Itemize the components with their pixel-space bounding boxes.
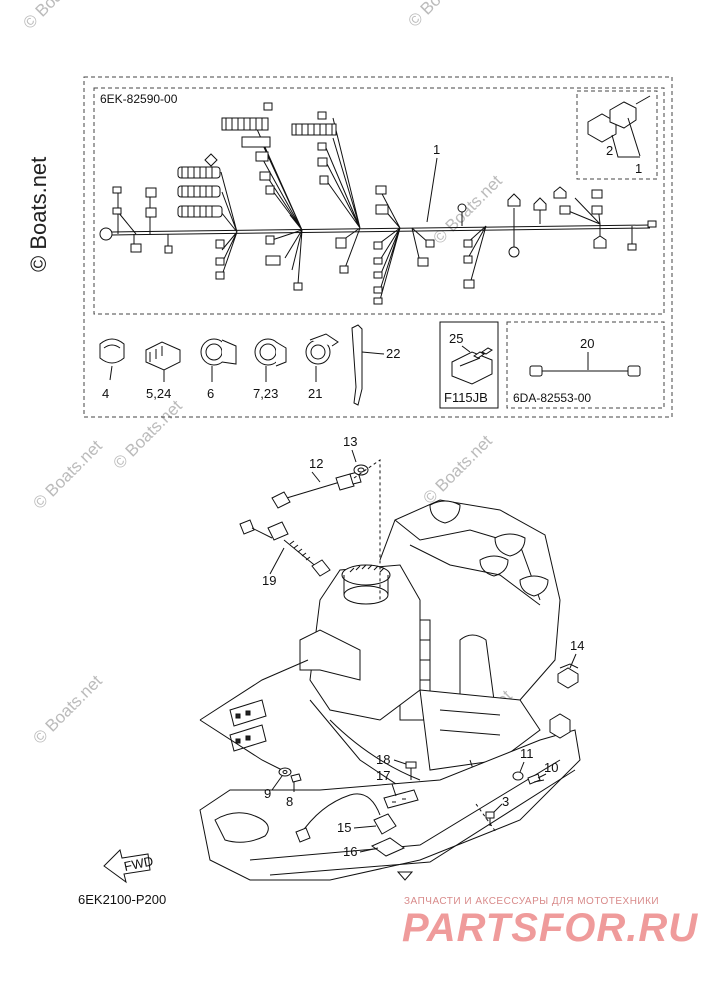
- clip-4: [99, 338, 125, 381]
- harness-kit-group: 6EK-82590-00 2 1: [83, 76, 673, 418]
- clip-21: [305, 333, 339, 382]
- leader-line-1: [426, 157, 438, 223]
- callout-18: 18: [376, 752, 390, 767]
- bolt-8: [290, 773, 302, 792]
- fwd-label: FWD: [122, 853, 154, 874]
- callout-1-inset: 1: [635, 161, 642, 176]
- cable-tie-22: [351, 324, 385, 406]
- watermark-top: © Boats.net: [19, 0, 96, 33]
- bolt-10: [527, 773, 545, 785]
- callout-14: 14: [570, 638, 584, 653]
- connector-pair-icon: [587, 95, 651, 158]
- callout-15: 15: [337, 820, 351, 835]
- callout-1: 1: [433, 142, 440, 157]
- fwd-arrow-icon: [103, 849, 151, 884]
- callout-13: 13: [343, 434, 357, 449]
- sub-harness-code: 6DA-82553-00: [513, 391, 591, 405]
- callout-10: 10: [544, 760, 558, 775]
- callout-19: 19: [262, 573, 276, 588]
- callout-16: 16: [343, 844, 357, 859]
- washer-13: [353, 464, 369, 476]
- callout-3: 3: [502, 794, 509, 809]
- callout-17: 17: [376, 768, 390, 783]
- junction-box-25: [451, 345, 493, 385]
- callout-4: 4: [102, 386, 109, 401]
- harness-kit-code: 6EK-82590-00: [100, 92, 178, 106]
- sensor-12: [271, 471, 362, 509]
- clip-6: [200, 338, 237, 382]
- clip-5-24: [145, 341, 181, 382]
- bolt-3: [475, 803, 497, 833]
- dashed-guide-13: [353, 459, 381, 600]
- sub-harness-20: [529, 352, 641, 377]
- brand-tagline: ЗАПЧАСТИ И АКСЕССУАРЫ ДЛЯ МОТОТЕХНИКИ: [404, 896, 660, 907]
- drawing-code: 6EK2100-P200: [78, 892, 166, 907]
- callout-12: 12: [309, 456, 323, 471]
- clip-7-23: [254, 338, 287, 382]
- watermark-vertical: © Boats.net: [26, 157, 51, 272]
- sub-harness-frame: [506, 321, 665, 409]
- callout-25: 25: [449, 331, 463, 346]
- junction-box-frame: [439, 321, 499, 409]
- outer-dashed-frame: [83, 76, 673, 418]
- callout-8: 8: [286, 794, 293, 809]
- callout-21: 21: [308, 386, 322, 401]
- wiring-harness-drawing: [99, 102, 657, 305]
- watermark-mid: © Boats.net: [429, 171, 506, 248]
- sensor-14: [557, 663, 579, 689]
- bolt-18: [405, 761, 417, 780]
- sensor-19: [239, 519, 331, 577]
- callout-9: 9: [264, 786, 271, 801]
- callout-5-24: 5,24: [146, 386, 171, 401]
- watermark-left-1: © Boats.net: [29, 436, 106, 513]
- callout-7-23: 7,23: [253, 386, 278, 401]
- callout-11: 11: [520, 746, 534, 761]
- washer-11: [512, 771, 524, 781]
- washer-9: [278, 767, 292, 777]
- engine-assembly-drawing: [199, 499, 581, 881]
- callout-6: 6: [207, 386, 214, 401]
- callout-2: 2: [606, 143, 613, 158]
- callout-22: 22: [386, 346, 400, 361]
- watermark-left-2: © Boats.net: [29, 671, 106, 748]
- watermark-center-1: © Boats.net: [419, 431, 496, 508]
- harness-dashed-frame: [93, 87, 665, 315]
- watermark-top-mid: © Boats.net: [109, 396, 186, 473]
- callout-20: 20: [580, 336, 594, 351]
- brand-logo: PARTSFOR.RU: [402, 906, 699, 950]
- junction-box-label: F115JB: [444, 390, 488, 405]
- bracket-17: [383, 789, 419, 809]
- watermark-top-right: © Boats.net: [404, 0, 481, 31]
